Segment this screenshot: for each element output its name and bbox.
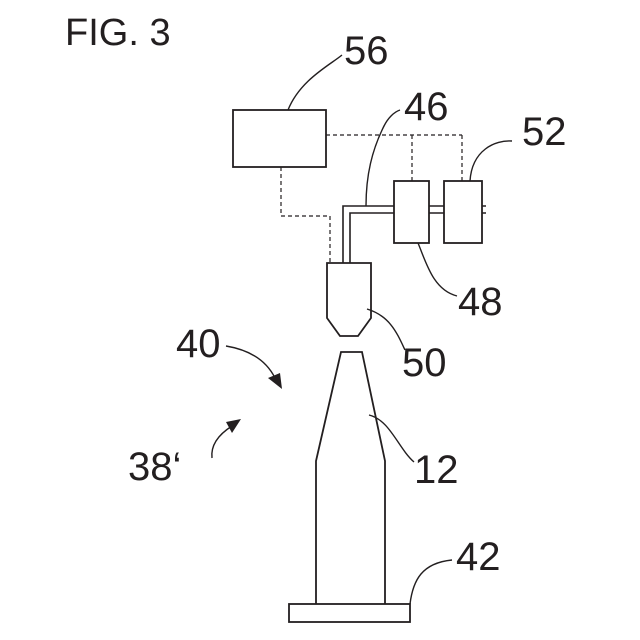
valve-box <box>394 181 429 243</box>
leader-56 <box>288 55 342 110</box>
supply-unit-box <box>444 181 482 243</box>
arrow-40-head <box>268 373 282 389</box>
container <box>316 352 385 605</box>
label-56: 56 <box>344 29 389 73</box>
arrow-40-line <box>226 346 275 378</box>
label-38: 38‘ <box>128 445 181 489</box>
label-50: 50 <box>402 341 447 385</box>
signal-line-to-nozzle <box>281 167 330 263</box>
nozzle <box>327 263 371 336</box>
leader-50 <box>367 309 405 350</box>
label-42: 42 <box>456 535 501 579</box>
arrow-38-head <box>226 419 241 433</box>
base-plate <box>289 604 410 622</box>
leader-48 <box>418 243 457 296</box>
control-unit-box <box>233 110 326 167</box>
label-46: 46 <box>404 85 449 129</box>
arrow-38 <box>212 419 241 458</box>
label-48: 48 <box>458 280 503 324</box>
arrow-40 <box>226 346 282 389</box>
label-52: 52 <box>522 110 567 154</box>
figure-title: FIG. 3 <box>65 12 171 54</box>
signal-line-to-valves <box>326 135 462 181</box>
label-40: 40 <box>176 322 221 366</box>
arrow-38-line <box>212 426 232 458</box>
label-12: 12 <box>414 448 459 492</box>
leader-42 <box>410 560 452 604</box>
leader-52 <box>470 141 512 181</box>
